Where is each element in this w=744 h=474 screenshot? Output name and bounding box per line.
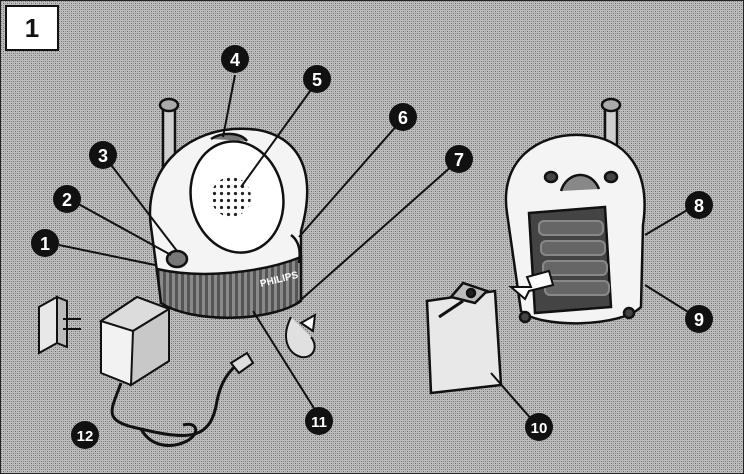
callout-7: 7	[445, 145, 473, 173]
callout-4: 4	[221, 45, 249, 73]
callout-3: 3	[89, 141, 117, 169]
svg-text:5: 5	[312, 70, 322, 90]
svg-text:2: 2	[62, 190, 72, 210]
figure-number: 1	[5, 5, 59, 51]
callout-11: 11	[305, 407, 333, 435]
callout-5: 5	[303, 65, 331, 93]
svg-text:12: 12	[77, 428, 94, 445]
callout-10: 10	[525, 413, 553, 441]
svg-text:8: 8	[694, 196, 704, 216]
battery-cover	[427, 283, 501, 393]
callout-1: 1	[31, 229, 59, 257]
svg-text:6: 6	[398, 108, 408, 128]
svg-text:1: 1	[40, 234, 50, 254]
svg-text:3: 3	[98, 146, 108, 166]
callout-9: 9	[685, 305, 713, 333]
svg-text:11: 11	[311, 414, 327, 431]
svg-text:10: 10	[531, 420, 548, 437]
callout-8: 8	[685, 191, 713, 219]
callout-2: 2	[53, 185, 81, 213]
svg-text:9: 9	[694, 310, 704, 330]
callout-12: 12	[71, 421, 99, 449]
svg-text:7: 7	[454, 150, 464, 170]
callout-6: 6	[389, 103, 417, 131]
svg-text:4: 4	[230, 50, 240, 70]
